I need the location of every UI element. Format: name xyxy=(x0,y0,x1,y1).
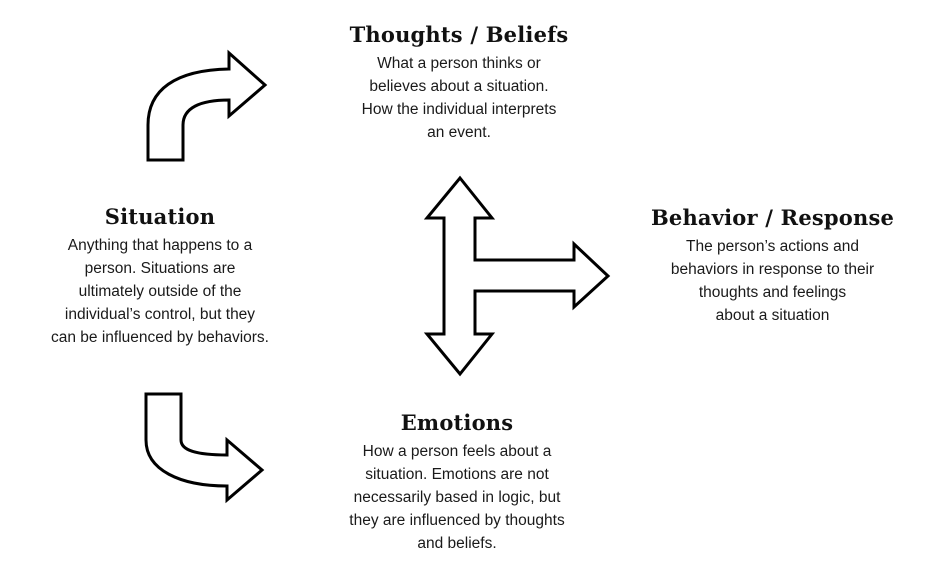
node-emotions: Emotions How a person feels about a situ… xyxy=(327,410,587,555)
node-behavior-response: Behavior / Response The person’s actions… xyxy=(640,205,905,327)
node-title: Behavior / Response xyxy=(650,205,895,230)
node-description: The person’s actions and behaviors in re… xyxy=(670,238,875,324)
node-description: Anything that happens to a person. Situa… xyxy=(50,237,269,346)
node-title: Thoughts / Beliefs xyxy=(349,22,569,47)
curved-arrow-up-right-icon xyxy=(146,49,268,162)
node-description: What a person thinks or believes about a… xyxy=(361,55,557,141)
node-title: Emotions xyxy=(400,410,514,435)
curved-arrow-down-right-icon xyxy=(144,392,265,504)
tee-arrow-icon xyxy=(423,175,611,377)
node-situation: Situation Anything that happens to a per… xyxy=(30,204,290,349)
node-title: Situation xyxy=(104,204,216,229)
node-description: How a person feels about a situation. Em… xyxy=(349,443,565,552)
node-thoughts-beliefs: Thoughts / Beliefs What a person thinks … xyxy=(329,22,589,144)
